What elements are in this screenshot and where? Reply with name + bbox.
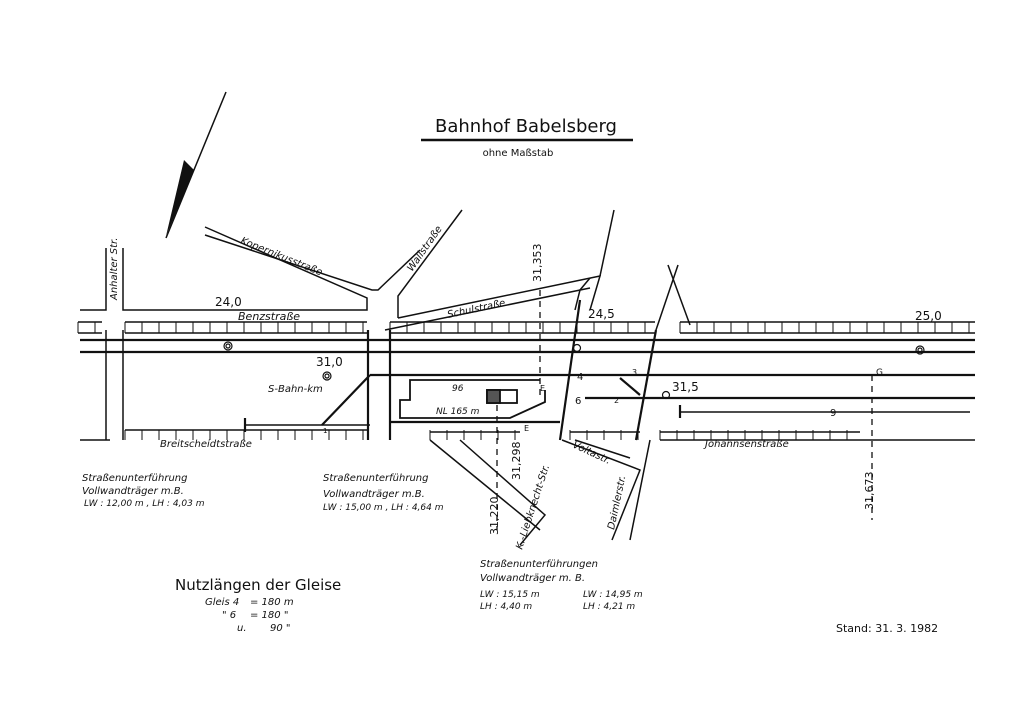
svg-text:LW : 15,00 m , LH : 4,64 m: LW : 15,00 m , LH : 4,64 m	[323, 503, 444, 513]
svg-text:Vollwandträger m. B.: Vollwandträger m. B.	[480, 573, 585, 584]
svg-text:= 180 m: = 180 m	[250, 597, 294, 608]
street-benz: Benzstraße	[238, 310, 300, 323]
lengths-title: Nutzlängen der Gleise	[175, 576, 341, 594]
track-9-label: 9	[830, 408, 836, 419]
sbahn-km-label: S-Bahn-km	[268, 384, 323, 395]
km-31-353: 31,353	[531, 244, 544, 283]
track-6-label: 6	[575, 396, 581, 407]
signal-96: 96	[452, 384, 464, 394]
km-25-0: 25,0	[915, 309, 942, 323]
street-wall: Wallstraße	[405, 224, 444, 274]
svg-text:90 ": 90 "	[270, 623, 291, 634]
station-building	[399, 379, 546, 419]
km-24-5: 24,5	[588, 307, 615, 321]
note-right: Straßenunterführungen Vollwandträger m. …	[480, 559, 643, 612]
svg-text:LH : 4,40 m: LH : 4,40 m	[480, 602, 532, 612]
switch-3-label: 3	[632, 368, 637, 377]
svg-text:Vollwandträger m.B.: Vollwandträger m.B.	[323, 489, 425, 500]
track-4-label: 4	[577, 372, 583, 383]
subtitle: ohne Maßstab	[483, 148, 554, 159]
svg-text:u.: u.	[237, 623, 247, 634]
tracks	[80, 299, 975, 441]
km-31-673: 31,673	[863, 472, 876, 511]
street-outlines	[80, 209, 975, 546]
street-breitscheid: Breitscheidtstraße	[160, 439, 252, 450]
switch-1-label: 1	[323, 427, 327, 435]
usable-length-label: NL 165 m	[436, 407, 480, 417]
note-left: Straßenunterführung Vollwandträger m.B. …	[82, 473, 205, 509]
lengths-table: Gleis 4 = 180 m " 6 = 180 " u. 90 "	[205, 597, 294, 634]
km-24-0: 24,0	[215, 295, 242, 309]
svg-text:LW : 14,95 m: LW : 14,95 m	[583, 590, 643, 600]
svg-text:LH : 4,21 m: LH : 4,21 m	[583, 602, 635, 612]
km-31-298: 31,298	[510, 442, 523, 481]
street-johannsen: Johannsenstraße	[703, 439, 789, 450]
km-31-5: 31,5	[672, 380, 699, 394]
km-31-0: 31,0	[316, 355, 343, 369]
svg-text:LW : 15,15 m: LW : 15,15 m	[480, 590, 540, 600]
title: Bahnhof Babelsberg	[435, 116, 617, 137]
svg-text:= 180 ": = 180 "	[250, 610, 288, 621]
km-31-220: 31,220	[488, 497, 501, 536]
stand-date: Stand: 31. 3. 1982	[836, 622, 938, 635]
svg-text:" 6: " 6	[222, 610, 236, 621]
svg-text:Vollwandträger m.B.: Vollwandträger m.B.	[82, 486, 184, 497]
street-kopernikus: Kopernikusstraße	[239, 236, 324, 279]
note-middle: Straßenunterführung Vollwandträger m.B. …	[323, 473, 444, 513]
street-daimler: Daimlerstr.	[606, 475, 628, 531]
svg-text:Gleis 4: Gleis 4	[205, 597, 239, 608]
km-lines	[496, 290, 873, 530]
svg-text:LW : 12,00 m , LH : 4,03 m: LW : 12,00 m , LH : 4,03 m	[84, 499, 205, 509]
km-markers	[223, 341, 925, 400]
g-marker: G	[876, 368, 883, 378]
street-volta: Voltastr.	[571, 440, 613, 467]
svg-text:Straßenunterführungen: Straßenunterführungen	[480, 559, 598, 570]
e-marker-1: E	[540, 384, 545, 393]
svg-text:Straßenunterführung: Straßenunterführung	[82, 473, 188, 484]
north-arrow-icon	[165, 91, 227, 239]
switch-2-label: 2	[614, 396, 619, 405]
e-marker-2: E	[524, 424, 529, 433]
street-anhalter: Anhalter Str.	[109, 238, 120, 301]
platform-edges	[78, 321, 975, 433]
svg-text:Straßenunterführung: Straßenunterführung	[323, 473, 429, 484]
